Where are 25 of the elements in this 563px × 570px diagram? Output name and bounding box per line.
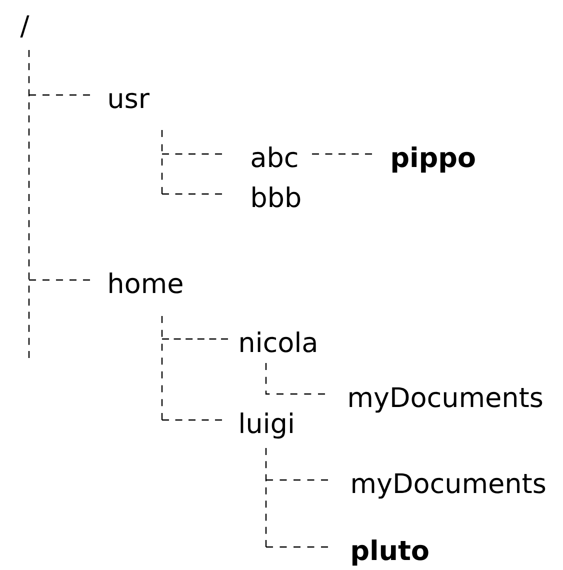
directory-label: home bbox=[110, 272, 182, 294]
tree-connector bbox=[162, 193, 222, 195]
tree-connector bbox=[266, 546, 328, 548]
tree-connector bbox=[161, 316, 163, 420]
directory-label: pippo bbox=[392, 146, 475, 173]
directory-label: luigi bbox=[240, 412, 292, 439]
tree-connector bbox=[265, 448, 267, 547]
directory-label: usr bbox=[110, 92, 150, 108]
tree-connector bbox=[162, 338, 228, 340]
directory-label: myDocuments bbox=[350, 387, 542, 413]
directory-label: nicola bbox=[240, 332, 316, 352]
tree-connector bbox=[162, 419, 222, 421]
tree-connector bbox=[161, 130, 163, 194]
directory-label: abc bbox=[252, 146, 298, 168]
directory-label: / bbox=[20, 15, 30, 38]
tree-connector bbox=[266, 479, 328, 481]
directory-label: myDocuments bbox=[352, 473, 546, 499]
tree-connector bbox=[29, 94, 90, 96]
tree-connector bbox=[162, 153, 222, 155]
tree-connector bbox=[28, 50, 30, 358]
directory-label: bbb bbox=[252, 186, 300, 208]
directory-label: pluto bbox=[352, 540, 428, 566]
tree-connector bbox=[265, 363, 325, 395]
tree-connector bbox=[29, 279, 90, 281]
tree-connector bbox=[312, 153, 372, 155]
